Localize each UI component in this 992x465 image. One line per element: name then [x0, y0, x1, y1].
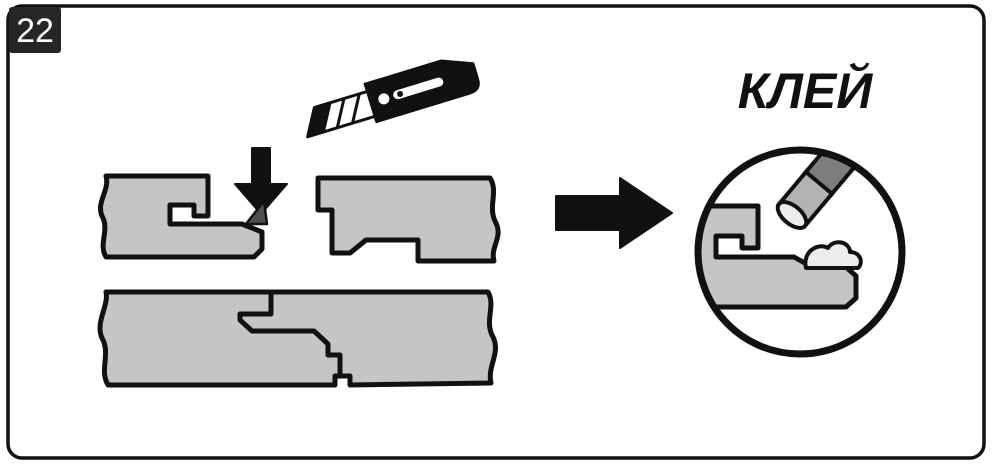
- glue-nozzle-opening: [775, 200, 809, 230]
- cut-piece: [244, 199, 269, 226]
- knife-slider: [397, 90, 404, 97]
- detail-circle-ring: [694, 146, 906, 358]
- cut-arrow-down-icon: [234, 147, 288, 215]
- step-badge: 22: [9, 7, 61, 53]
- step-number: 22: [16, 12, 54, 50]
- plank-detail-profile: [701, 203, 859, 310]
- plank-left-profile: [98, 173, 265, 260]
- blade-segment-line: [351, 93, 361, 124]
- blade-segment-line: [335, 98, 346, 129]
- planks-joined-outline: [97, 289, 498, 388]
- knife-blade-tip: [306, 101, 332, 138]
- glue-blob: [803, 240, 863, 270]
- utility-knife-icon: [306, 59, 480, 139]
- glue-detail-circle: [694, 146, 906, 358]
- step-badge-background: [9, 7, 61, 53]
- knife-slider-slot: [393, 77, 444, 100]
- plank-right-profile: [315, 175, 501, 264]
- planks-joined: [97, 289, 498, 388]
- glue-label: КЛЕЙ: [738, 62, 873, 119]
- click-joint-line: [237, 293, 343, 376]
- knife-button: [378, 93, 390, 105]
- glue-nozzle: [775, 153, 898, 230]
- arrow-right-icon: [555, 177, 673, 249]
